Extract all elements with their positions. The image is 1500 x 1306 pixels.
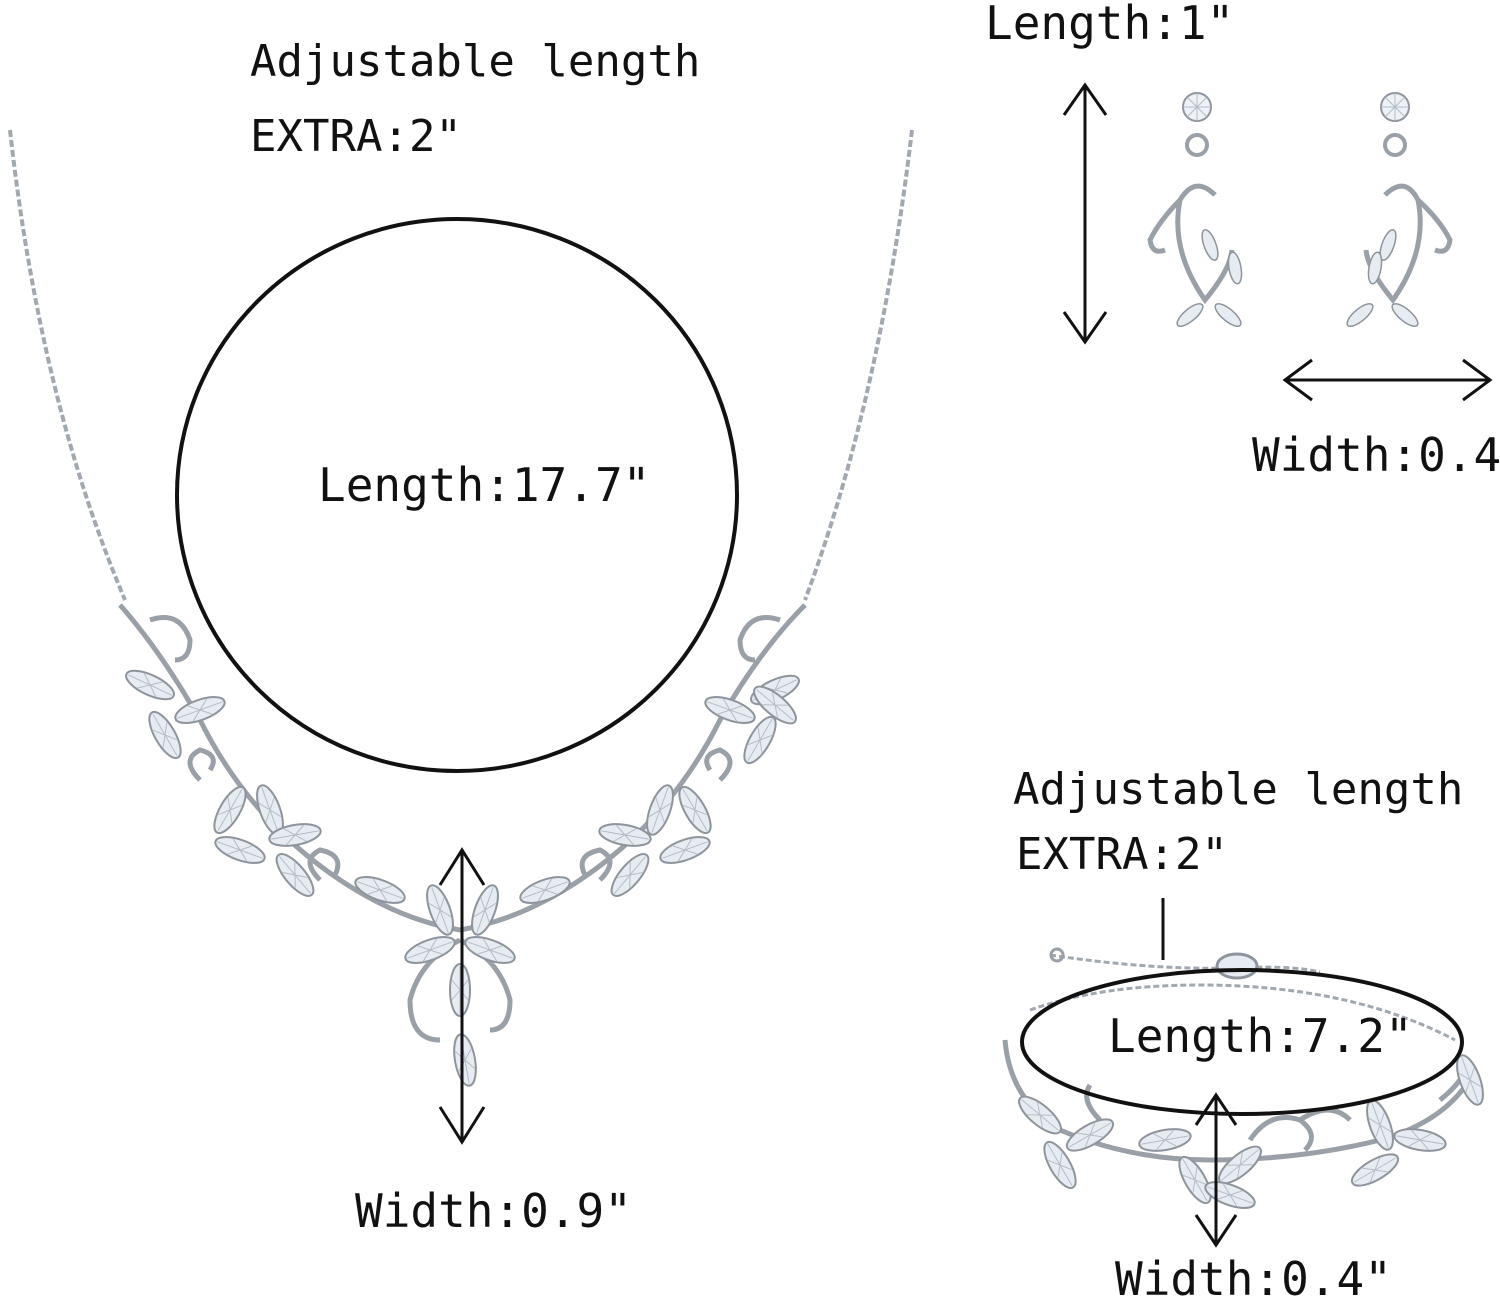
bracelet-extender-chain [1049, 953, 1321, 974]
bracelet-width-label: Width:0.4" [1115, 1252, 1392, 1306]
necklace-extra-label: EXTRA:2" [250, 111, 462, 162]
necklace-length-circle [175, 217, 739, 773]
bracelet-adjustable-label: Adjustable length [1013, 764, 1464, 815]
bracelet-length-ellipse [1020, 968, 1464, 1116]
necklace-adjustable-label: Adjustable length [250, 36, 701, 87]
necklace-length-label: Length:17.7" [318, 458, 651, 512]
earring-width-label: Width:0.4" [1252, 428, 1500, 482]
necklace-chain-right [803, 129, 914, 601]
necklace-chain-left [8, 129, 127, 601]
earring-right [1343, 92, 1453, 331]
necklace-width-label: Width:0.9" [355, 1184, 632, 1238]
double-arrow-icon [1282, 358, 1493, 402]
bracelet-length-label: Length:7.2" [1108, 1009, 1413, 1063]
bracelet-chain [1029, 983, 1456, 1042]
earring-left [1147, 92, 1245, 331]
bracelet-image [1002, 947, 1490, 1215]
double-arrow-icon [1194, 1092, 1238, 1248]
necklace-image [8, 129, 914, 1089]
earrings-image [1147, 92, 1453, 331]
double-arrow-icon [438, 847, 486, 1145]
earring-length-label: Length:1" [985, 0, 1235, 50]
bracelet-clasp [1215, 952, 1259, 980]
bracelet-extra-label: EXTRA:2" [1016, 829, 1228, 880]
double-arrow-icon [1062, 82, 1108, 345]
